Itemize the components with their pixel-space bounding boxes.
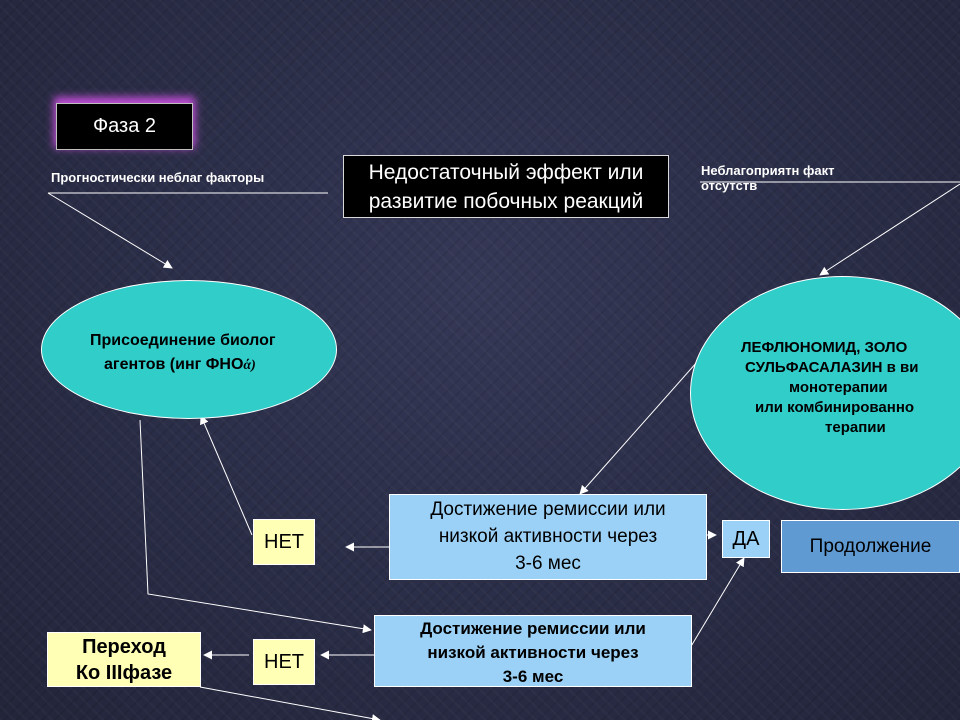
remission-upper-line2: низкой активности через xyxy=(438,526,658,547)
dmard-line1: ЛЕФЛЮНОМИД, ЗОЛО xyxy=(741,339,908,356)
arrow-biologic-to-remission-lower xyxy=(139,419,372,634)
arrow-remission-lower-to-yes xyxy=(686,557,745,654)
remission-lower-line3: 3-6 мес xyxy=(502,667,564,686)
biologic-line1: Присоединение биолог xyxy=(90,332,276,349)
right-factors-line2: отсутств xyxy=(701,178,758,193)
no-box-lower: НЕТ xyxy=(253,639,315,685)
continue-box: Продолжение xyxy=(781,520,960,573)
left-factors-label: Прогностически неблаг факторы xyxy=(51,170,265,185)
arrow-factors-to-dmard xyxy=(819,183,960,276)
dmard-line4: или комбинированно xyxy=(755,399,915,416)
biologic-text: Присоединение биолог агентов (инг ФНОά) xyxy=(90,329,276,378)
right-factors-label: Неблагоприятн факт отсутств xyxy=(701,162,835,193)
dmard-ellipse: ЛЕФЛЮНОМИД, ЗОЛО СУЛЬФАСАЛАЗИН в ви моно… xyxy=(690,276,960,510)
remission-box-lower: Достижение ремиссии или низкой активност… xyxy=(374,615,692,687)
arrow-factors-to-biologic xyxy=(47,192,173,269)
no-lower-label: НЕТ xyxy=(264,650,304,673)
biologic-symbol: ά) xyxy=(243,358,256,373)
phase-label-box: Фаза 2 xyxy=(56,103,193,150)
remission-box-upper: Достижение ремиссии или низкой активност… xyxy=(389,494,707,580)
no-upper-label: НЕТ xyxy=(264,530,304,553)
insufficient-line2: развитие побочных реакций xyxy=(368,190,644,213)
dmard-line5: терапии xyxy=(825,419,886,436)
yes-label: ДА xyxy=(732,528,760,550)
insufficient-effect-box: Недостаточный эффект или развитие побочн… xyxy=(343,155,669,218)
insufficient-line1: Недостаточный эффект или xyxy=(368,161,644,184)
dmard-line3: монотерапии xyxy=(789,379,888,396)
biologic-agents-ellipse: Присоединение биолог агентов (инг ФНОά) xyxy=(41,280,337,419)
no-box-upper: НЕТ xyxy=(253,519,315,565)
arrow-transition-down xyxy=(199,686,381,720)
phase-label: Фаза 2 xyxy=(92,115,157,137)
transition-box: Переход Ко IIIфазе xyxy=(47,632,201,687)
yes-box: ДА xyxy=(722,520,770,558)
biologic-line2-wrap: агентов (инг ФНОά) xyxy=(90,353,276,378)
remission-lower-line2: низкой активности через xyxy=(427,643,639,662)
dmard-line2: СУЛЬФАСАЛАЗИН в ви xyxy=(745,359,919,376)
dmard-text: ЛЕФЛЮНОМИД, ЗОЛО СУЛЬФАСАЛАЗИН в ви моно… xyxy=(691,338,960,438)
biologic-line2: агентов (инг ФНО xyxy=(104,356,244,373)
remission-lower-line1: Достижение ремиссии или xyxy=(420,619,646,638)
transition-line1: Переход xyxy=(82,636,166,658)
arrow-no-upper-to-biologic xyxy=(200,415,253,536)
remission-upper-line1: Достижение ремиссии или xyxy=(430,499,666,520)
transition-line2: Ко IIIфазе xyxy=(75,662,173,684)
continue-label: Продолжение xyxy=(809,535,932,557)
remission-upper-line3: 3-6 мес xyxy=(515,553,581,574)
right-factors-line1: Неблагоприятн факт xyxy=(701,163,835,178)
